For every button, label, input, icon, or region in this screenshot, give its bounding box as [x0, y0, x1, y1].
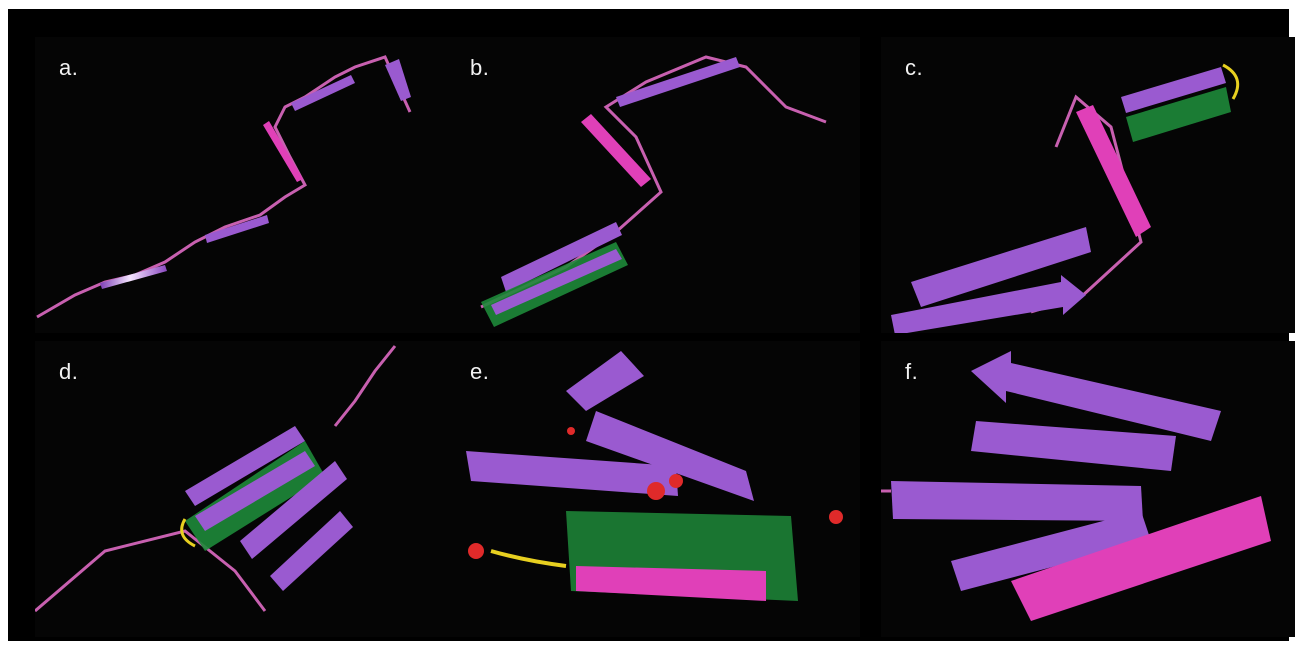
- panel-d: d.: [35, 341, 449, 637]
- atom-sphere: [829, 510, 843, 524]
- panel-a: a.: [35, 37, 449, 333]
- helix: [576, 566, 766, 601]
- strand: [971, 421, 1176, 471]
- strand: [205, 215, 269, 243]
- panel-label: f.: [905, 359, 918, 385]
- protein-structure-a: [35, 37, 449, 333]
- loop: [491, 551, 566, 566]
- atom-sphere: [468, 543, 484, 559]
- panel-e: e.: [446, 341, 860, 637]
- strand: [100, 265, 167, 289]
- protein-structure-b: [446, 37, 860, 333]
- strand-arrow: [566, 351, 644, 411]
- strand: [616, 57, 740, 107]
- atom-sphere: [567, 427, 575, 435]
- helix: [263, 121, 303, 182]
- panel-f: f.: [881, 341, 1295, 637]
- panel-label: a.: [59, 55, 78, 81]
- strand: [291, 75, 355, 111]
- protein-structure-c: [881, 37, 1295, 333]
- panel-label: e.: [470, 359, 489, 385]
- atom-sphere: [647, 482, 665, 500]
- panel-c: c.: [881, 37, 1295, 333]
- protein-structure-f: [881, 341, 1295, 637]
- panel-label: c.: [905, 55, 923, 81]
- atom-sphere: [669, 474, 683, 488]
- panel-b: b.: [446, 37, 860, 333]
- coil-backbone: [335, 346, 395, 426]
- protein-structure-e: [446, 341, 860, 637]
- strand: [891, 481, 1143, 521]
- panel-label: d.: [59, 359, 78, 385]
- protein-structure-d: [35, 341, 449, 637]
- coil-backbone: [35, 531, 265, 611]
- figure-frame: a. b. c.: [8, 9, 1289, 641]
- strand: [385, 59, 411, 101]
- panel-label: b.: [470, 55, 489, 81]
- coil-backbone: [37, 57, 410, 317]
